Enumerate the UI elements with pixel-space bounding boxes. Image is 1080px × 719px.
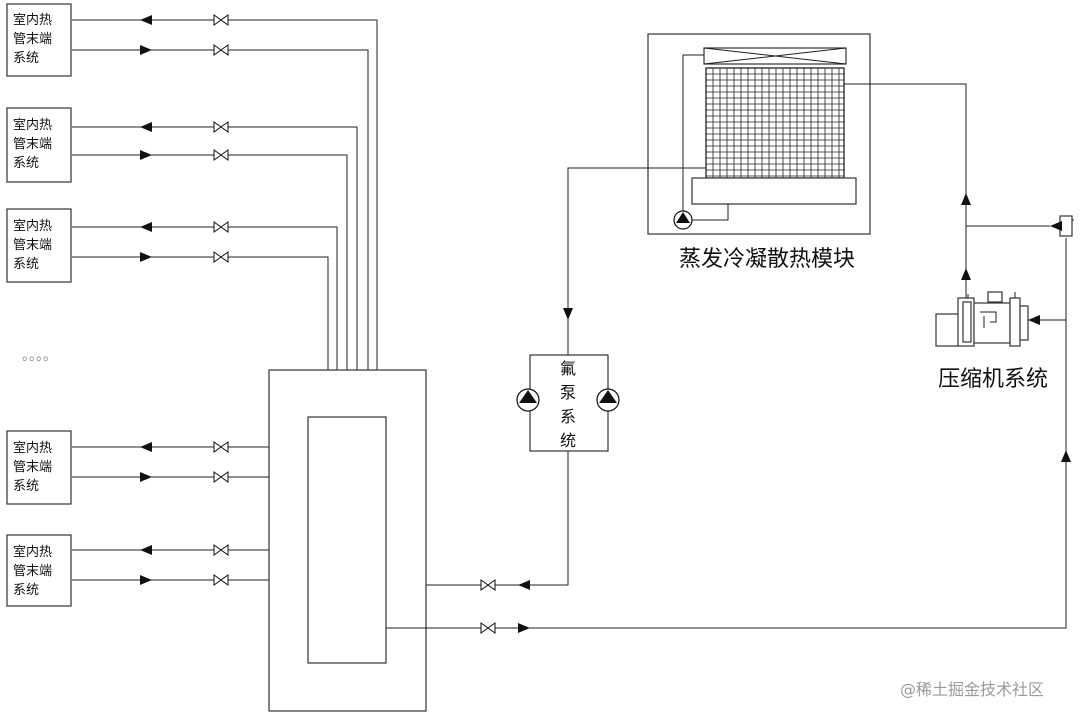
flow-arrow-left-icon bbox=[140, 442, 152, 452]
spray-pump-icon bbox=[673, 210, 693, 230]
valve-icon bbox=[213, 44, 229, 56]
flow-arrow-up-icon bbox=[961, 193, 971, 205]
terminal-box bbox=[6, 534, 72, 607]
valve-icon bbox=[213, 544, 229, 556]
distributor-inner-box bbox=[307, 416, 387, 664]
flow-arrow-right-icon bbox=[140, 150, 152, 160]
flow-arrow-left-icon bbox=[140, 545, 152, 555]
pump-icon bbox=[516, 388, 540, 412]
terminal-label-line: 室内热 bbox=[13, 117, 52, 133]
terminal-box bbox=[6, 3, 72, 77]
fan-icon bbox=[703, 47, 847, 65]
terminal-label-line: 管末端 bbox=[13, 32, 52, 47]
refrigerant-distributor bbox=[268, 369, 427, 712]
terminal-label-line: 管末端 bbox=[13, 137, 52, 152]
fluorine-pump-system: 氟 泵 系 统 bbox=[516, 354, 620, 452]
flow-arrow-right-icon bbox=[140, 45, 152, 55]
terminal-label-line: 系统 bbox=[13, 257, 39, 272]
flow-arrow-left-icon bbox=[518, 580, 530, 590]
terminal-unit-2: 室内热 管末端 系统 bbox=[6, 107, 72, 183]
terminal-label-line: 系统 bbox=[13, 156, 39, 171]
valve-icon bbox=[213, 149, 229, 161]
water-basin bbox=[691, 177, 857, 205]
pump-icon bbox=[596, 388, 620, 412]
main-loop-pipes bbox=[386, 83, 1067, 629]
terminal-label-line: 系统 bbox=[13, 51, 39, 66]
terminal-label-line: 管末端 bbox=[13, 238, 52, 253]
flow-arrows-terminals bbox=[140, 15, 152, 585]
terminal-label-line: 室内热 bbox=[13, 440, 52, 456]
valve-icon bbox=[213, 251, 229, 263]
flow-arrow-right-icon bbox=[140, 575, 152, 585]
evaporative-condenser-module bbox=[647, 33, 871, 235]
flow-arrow-left-icon bbox=[140, 122, 152, 132]
terminal-label-line: 室内热 bbox=[13, 218, 52, 234]
terminal-label-line: 管末端 bbox=[13, 460, 52, 475]
valve-icon bbox=[480, 579, 496, 591]
flow-arrow-left-icon bbox=[1028, 315, 1040, 325]
flow-arrow-right-icon bbox=[140, 252, 152, 262]
watermark: @稀土掘金技术社区 bbox=[900, 680, 1044, 699]
terminal-box bbox=[6, 107, 72, 183]
terminal-box bbox=[6, 208, 72, 283]
condenser-label: 蒸发冷凝散热模块 bbox=[679, 247, 855, 272]
flow-arrow-up-icon bbox=[961, 268, 971, 280]
terminal-unit-3: 室内热 管末端 系统 bbox=[6, 208, 72, 283]
valve-icon bbox=[213, 574, 229, 586]
distribution-pipes bbox=[72, 19, 378, 581]
pump-system-label: 氟 bbox=[560, 359, 576, 378]
valve-icon bbox=[213, 121, 229, 133]
valve-icon bbox=[480, 622, 496, 634]
condenser-coil bbox=[705, 67, 845, 179]
terminal-label-line: 管末端 bbox=[13, 564, 52, 579]
flow-arrow-up-icon bbox=[1061, 450, 1071, 462]
terminal-label-line: 室内热 bbox=[13, 12, 52, 28]
valves-main bbox=[480, 579, 496, 634]
flow-arrow-left-icon bbox=[140, 15, 152, 25]
valve-icon bbox=[213, 471, 229, 483]
valve-icon bbox=[213, 441, 229, 453]
oil-separator-icon bbox=[1050, 215, 1074, 237]
more-terminals-ellipsis: 。。。。 bbox=[22, 348, 57, 364]
flow-arrow-right-icon bbox=[140, 472, 152, 482]
flow-arrow-left-icon bbox=[140, 222, 152, 232]
pump-system-label: 系 bbox=[560, 407, 576, 426]
terminal-box bbox=[6, 430, 72, 505]
pump-system-label: 统 bbox=[560, 431, 576, 450]
terminal-label-line: 系统 bbox=[13, 583, 39, 598]
pump-system-label: 泵 bbox=[560, 383, 576, 402]
terminal-unit-1: 室内热 管末端 系统 bbox=[6, 3, 72, 77]
valve-icon bbox=[213, 221, 229, 233]
terminal-label-line: 系统 bbox=[13, 479, 39, 494]
terminal-unit-5: 室内热 管末端 系统 bbox=[6, 534, 72, 607]
compressor-icon bbox=[935, 291, 1029, 347]
flow-arrow-right-icon bbox=[518, 623, 530, 633]
pump-system-box bbox=[529, 354, 609, 452]
terminal-label-line: 室内热 bbox=[13, 544, 52, 560]
terminal-unit-4: 室内热 管末端 系统 bbox=[6, 430, 72, 505]
compressor-system: 压缩机系统 bbox=[935, 215, 1074, 392]
flow-arrow-down-icon bbox=[563, 308, 573, 320]
compressor-label: 压缩机系统 bbox=[938, 367, 1048, 392]
valves-terminals bbox=[213, 14, 229, 586]
valve-icon bbox=[213, 14, 229, 26]
